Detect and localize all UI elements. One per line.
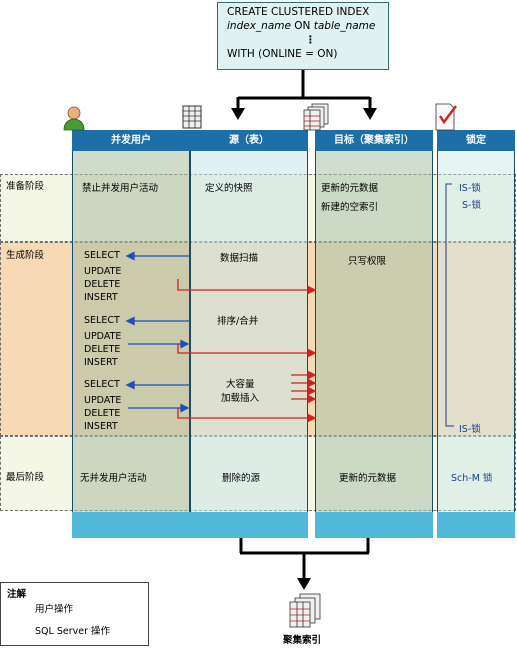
op-select-2: SELECT	[84, 315, 120, 326]
final-source-text: 删除的源	[222, 473, 261, 484]
index-name-text: index_name	[227, 20, 291, 32]
target-column-footer	[315, 512, 433, 538]
op-select-1: SELECT	[84, 250, 120, 261]
prep-users-text: 禁止并发用户活动	[82, 183, 159, 194]
command-ellipsis: ⋮	[305, 34, 316, 46]
op-update-1: UPDATE	[84, 266, 122, 277]
clustered-index-icon	[289, 593, 321, 628]
command-line-4: WITH (ONLINE = ON)	[227, 48, 338, 60]
locks-column-header: 锁定	[437, 130, 515, 151]
final-lock-text: Sch-M 锁	[451, 473, 493, 484]
result-label: 聚集索引	[283, 635, 322, 646]
locks-column-footer	[437, 512, 515, 538]
final-target-text: 更新的元数据	[339, 473, 397, 484]
legend-title: 注解	[7, 589, 27, 600]
locks-column	[437, 130, 515, 538]
lock-bracket	[445, 183, 454, 427]
table-name-text: table_name	[313, 20, 376, 32]
legend-user-op: 用户操作	[35, 604, 74, 615]
op-delete-1: DELETE	[84, 279, 121, 290]
command-box: CREATE CLUSTERED INDEX index_name ON tab…	[217, 2, 389, 70]
prep-phase-label: 准备阶段	[6, 181, 45, 192]
result-merge-arrows	[239, 538, 370, 590]
target-column-header: 目标（聚集索引）	[315, 130, 433, 151]
op-insert-3: INSERT	[84, 421, 118, 432]
stacked-tables-icon	[303, 103, 329, 131]
op-update-3: UPDATE	[84, 395, 122, 406]
build-lock-is: IS-锁	[459, 424, 481, 435]
op-insert-1: INSERT	[84, 292, 118, 303]
build-source-scan: 数据扫描	[220, 253, 259, 264]
final-phase-label: 最后阶段	[6, 472, 45, 483]
users-column-header: 并发用户	[72, 130, 190, 151]
build-phase-label: 生成阶段	[6, 250, 45, 261]
command-split-arrows	[231, 70, 377, 120]
source-column-footer	[190, 512, 308, 538]
target-column	[315, 130, 433, 538]
source-column	[190, 130, 308, 538]
sql-op-arrows	[177, 279, 317, 423]
user-op-arrows	[125, 251, 190, 413]
op-delete-2: DELETE	[84, 344, 121, 355]
command-line-2: index_name ON table_name	[227, 19, 388, 33]
checkmark-icon	[435, 103, 457, 131]
prep-source-text: 定义的快照	[205, 183, 253, 194]
legend-sql-op: SQL Server 操作	[35, 626, 110, 637]
prep-target-text-2: 新建的空索引	[321, 202, 379, 213]
command-line-1: CREATE CLUSTERED INDEX	[227, 6, 370, 18]
build-target-text: 只写权限	[348, 256, 387, 267]
legend-box: 注解 用户操作 SQL Server 操作	[0, 582, 149, 646]
final-users-text: 无并发用户活动	[80, 473, 147, 484]
op-update-2: UPDATE	[84, 331, 122, 342]
op-select-3: SELECT	[84, 379, 120, 390]
build-source-sort: 排序/合并	[217, 316, 259, 327]
op-insert-2: INSERT	[84, 357, 118, 368]
prep-lock-is: IS-锁	[459, 183, 481, 194]
build-source-insert: 加载插入	[221, 393, 260, 404]
source-column-header: 源（表）	[190, 130, 308, 151]
on-keyword: ON	[290, 20, 314, 32]
users-column-footer	[72, 512, 190, 538]
op-delete-3: DELETE	[84, 408, 121, 419]
user-icon	[63, 106, 85, 131]
users-column	[72, 130, 190, 538]
prep-lock-s: S-锁	[462, 200, 481, 211]
table-icon	[182, 105, 202, 129]
build-source-bulk: 大容量	[226, 379, 255, 390]
prep-target-text-1: 更新的元数据	[321, 183, 379, 194]
